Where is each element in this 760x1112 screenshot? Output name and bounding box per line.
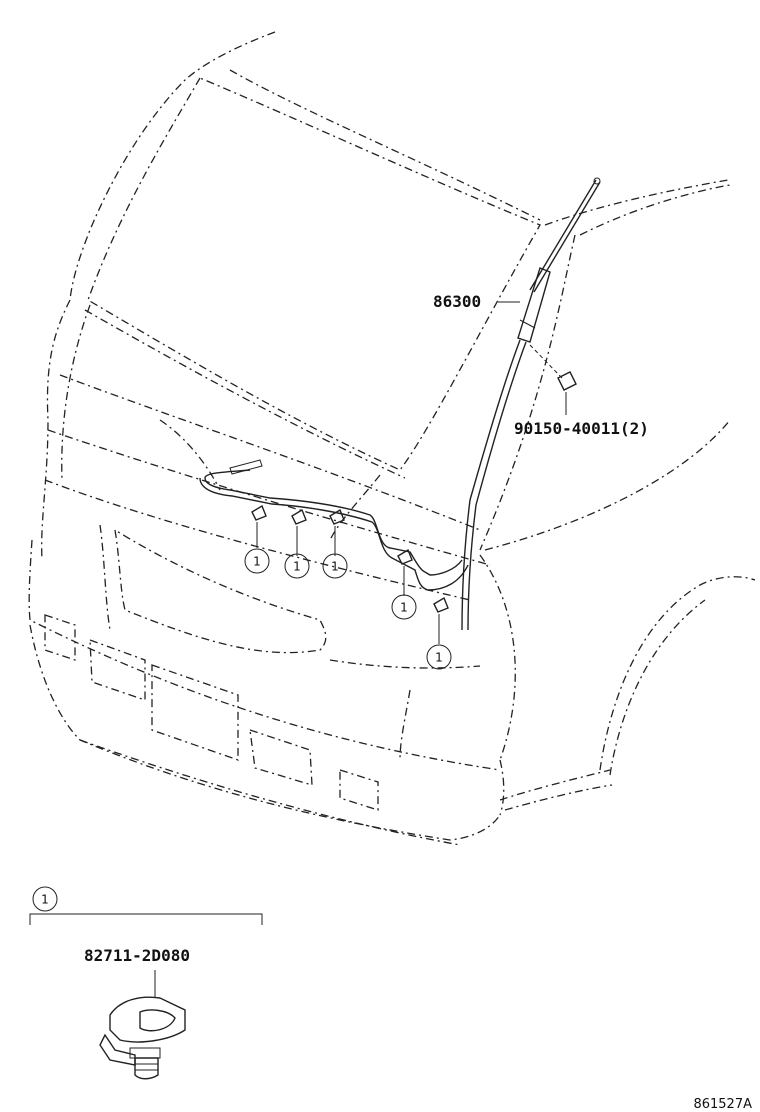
clamp-ref-badge: 1 <box>253 555 261 569</box>
clamp-ref-badge: 1 <box>331 560 339 574</box>
clamp-detail-inset: 1 82711-2D080 <box>29 886 263 1080</box>
vehicle-body-outline <box>28 31 756 846</box>
screw-part-90150 <box>529 344 577 415</box>
clamp-icon <box>251 504 267 548</box>
callout-screw: 90150-40011(2) <box>514 419 649 438</box>
callout-antenna: 86300 <box>433 292 520 311</box>
clamp-ref-badge: 1 <box>435 651 443 665</box>
clamp-ref-badges: 1 1 1 1 1 <box>244 548 452 670</box>
clamp-ref-badge: 1 <box>293 560 301 574</box>
clamp-icon <box>433 596 449 644</box>
antenna-part-number: 86300 <box>433 292 481 311</box>
antenna-assembly <box>199 177 601 631</box>
clamp-icon <box>329 508 345 556</box>
clamp-part-number: 82711-2D080 <box>84 946 190 965</box>
inset-ref-badge: 1 <box>41 893 49 907</box>
clamp-detail-icon <box>99 996 186 1080</box>
clamp-icon <box>397 548 413 596</box>
diagram-code: 861527A <box>693 1097 752 1112</box>
screw-part-number: 90150-40011(2) <box>514 419 649 438</box>
clamp-ref-badge: 1 <box>400 601 408 615</box>
clamp-icon <box>291 508 307 556</box>
clamp-markers <box>251 504 449 644</box>
